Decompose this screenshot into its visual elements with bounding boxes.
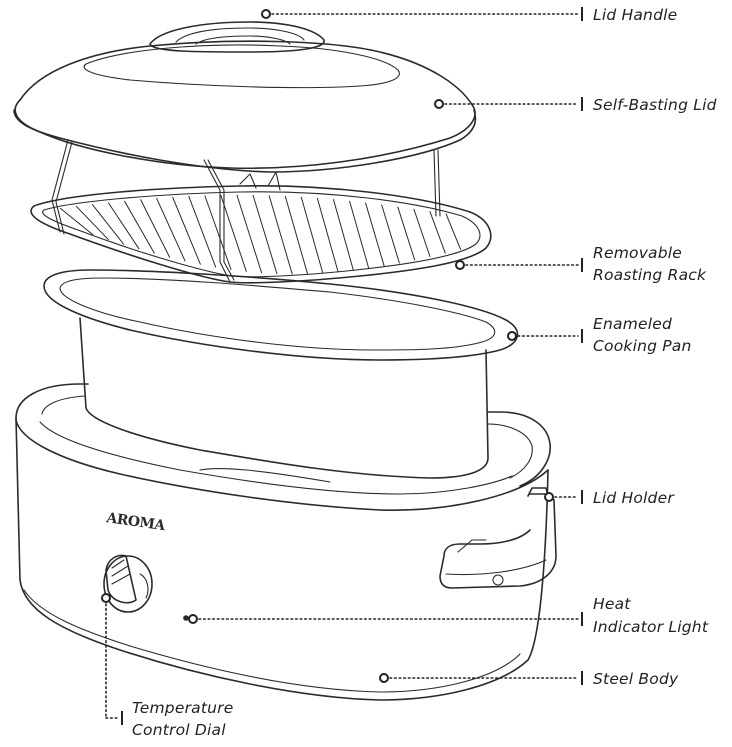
label-removable-roasting-rack-line1: Removable (593, 244, 682, 262)
rack-wire (59, 207, 94, 236)
label-temperature-control-dial-line1: Temperature (132, 699, 233, 717)
label-temperature-control-dial-line2: Control Dial (132, 721, 226, 739)
label-steel-body: Steel Body (593, 670, 679, 688)
callout-steel-body: Steel Body (379, 670, 679, 688)
label-removable-roasting-rack-line2: Roasting Rack (593, 266, 707, 284)
rack-wire (91, 203, 125, 245)
callout-self-basting-lid: Self-Basting Lid (434, 96, 717, 114)
removable-roasting-rack (30, 139, 492, 284)
enameled-cooking-pan (43, 269, 519, 479)
rack-wire (445, 213, 462, 250)
rack-wire (188, 195, 217, 268)
label-lid-holder: Lid Holder (593, 489, 675, 507)
rack-wire (123, 200, 155, 254)
rack-wire (284, 195, 309, 275)
rack-wire (236, 194, 263, 274)
rack-wire (300, 196, 324, 274)
callout-removable-roasting-rack: Removable Roasting Rack (455, 244, 707, 284)
callout-enameled-cooking-pan: Enameled Cooking Pan (507, 315, 692, 355)
rack-wire (397, 206, 416, 261)
brand-logo: AROMA (104, 510, 167, 534)
rack-wire (156, 197, 186, 262)
callout-heat-indicator-light: Heat Indicator Light (188, 595, 709, 636)
label-heat-indicator-light-line2: Indicator Light (593, 618, 709, 636)
callout-temperature-control-dial: Temperature Control Dial (101, 593, 233, 739)
rack-wire (365, 202, 385, 267)
heat-indicator-light (183, 615, 189, 621)
rack-wire (220, 194, 247, 272)
callout-lid-handle: Lid Handle (261, 6, 677, 24)
steel-body (15, 383, 557, 701)
rack-wire (413, 208, 431, 258)
temperature-control-dial (103, 554, 153, 613)
rack-wire (107, 202, 140, 250)
rack-wire (429, 211, 446, 254)
rack-wire (349, 200, 370, 269)
callout-lid-holder: Lid Holder (544, 489, 675, 507)
label-enameled-cooking-pan-line1: Enameled (593, 315, 672, 333)
rack-wire (332, 199, 354, 271)
rack-wire (140, 199, 171, 258)
rack-wire (204, 195, 232, 270)
rack-wire (75, 205, 109, 241)
rack-wire (316, 197, 339, 273)
label-self-basting-lid: Self-Basting Lid (593, 96, 717, 114)
label-enameled-cooking-pan-line2: Cooking Pan (593, 337, 692, 355)
rack-wire (252, 194, 278, 275)
rack-wire (172, 196, 201, 265)
label-heat-indicator-light-line1: Heat (593, 595, 631, 613)
label-lid-handle: Lid Handle (593, 6, 677, 24)
rack-wire (381, 204, 400, 264)
rack-wire (268, 195, 293, 275)
self-basting-lid (13, 21, 477, 173)
